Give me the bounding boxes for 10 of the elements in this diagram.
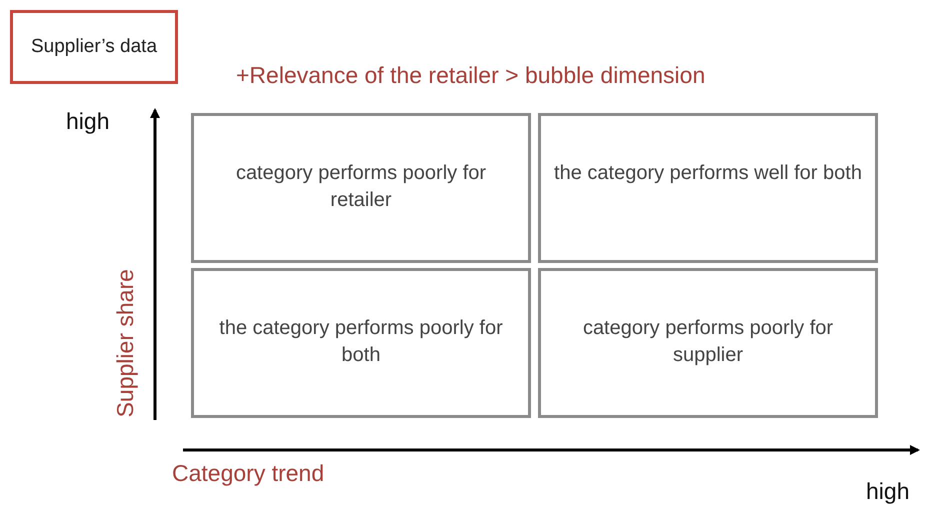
axis-title: Category trend (172, 459, 324, 488)
quadrant-box: the category performs poorly for both (191, 268, 531, 418)
quadrant-box: category performs poorly for retailer (191, 113, 531, 263)
axis-tick-label: high (866, 477, 910, 506)
axis-tick-label: high (66, 107, 110, 136)
source-box: Supplier’s data (10, 10, 178, 84)
axis-title: Supplier share (110, 268, 139, 420)
title: +Relevance of the retailer > bubble dimension (236, 61, 706, 90)
quadrant-box: category performs poorly for supplier (538, 268, 878, 418)
quadrant-box: the category performs well for both (538, 113, 878, 263)
